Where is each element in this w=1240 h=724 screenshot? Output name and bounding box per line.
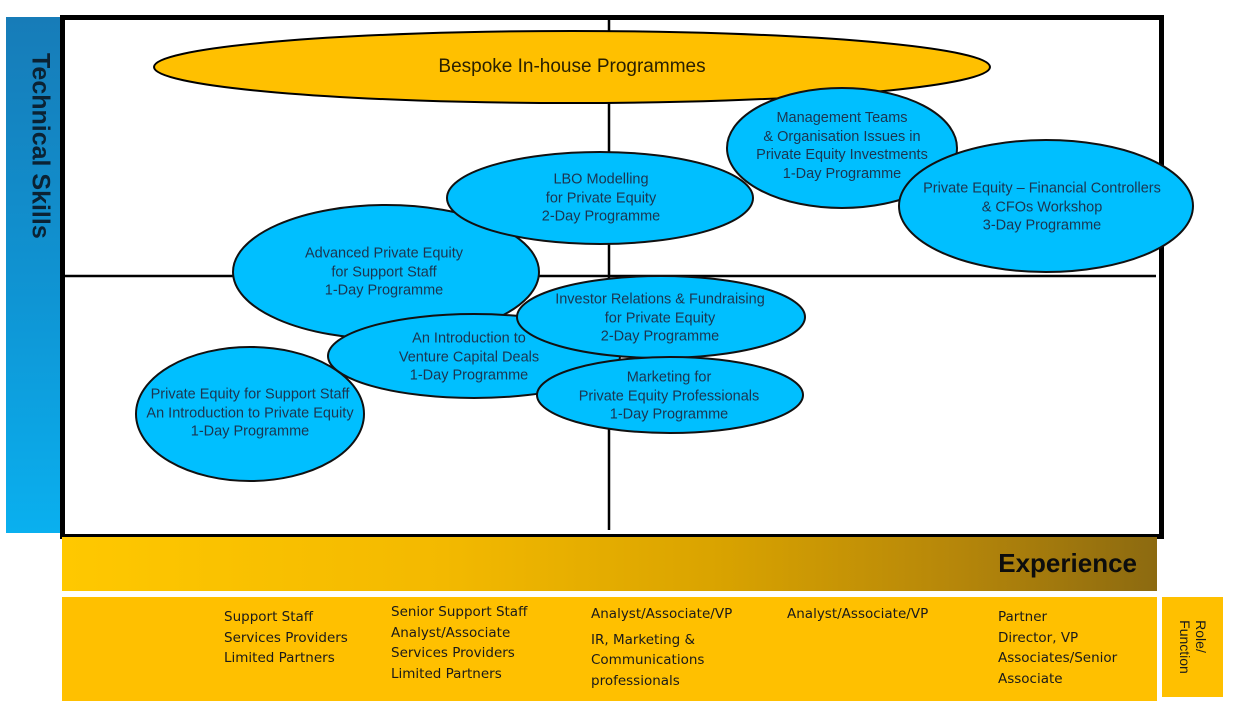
role-line: Director, VP	[998, 629, 1079, 646]
role-function-label-box: Role/ Function	[1162, 597, 1223, 697]
role-line: Senior Support Staff	[391, 604, 528, 620]
programme-label-line: Venture Capital Deals	[398, 348, 540, 365]
programme-label-line: Private Equity Investments	[756, 147, 928, 163]
role-line: Analyst/Associate/VP	[591, 606, 733, 622]
role-line: Partner	[998, 609, 1048, 625]
role-function-bar: Support Staff Services Providers Limited…	[62, 597, 1157, 701]
programme-label-management-teams: Management Teams & Organisation Issues i…	[756, 109, 928, 183]
role-column-4: Analyst/Associate/VP	[787, 604, 928, 625]
quadrant-frame	[60, 15, 1164, 539]
programme-label-line: 2-Day Programme	[600, 328, 720, 345]
programme-label-line: for Support Staff	[331, 263, 437, 280]
programme-label-line: & CFOs Workshop	[981, 198, 1103, 215]
role-line: Limited Partners	[391, 665, 502, 682]
role-function-label: Role/ Function	[1177, 620, 1209, 674]
programme-label-line: Advanced Private Equity	[305, 245, 463, 262]
programme-label-pe-support-staff-intro: Private Equity for Support Staff An Intr…	[146, 385, 353, 441]
programme-label-line: for Private Equity	[604, 309, 716, 326]
role-column-2: Senior Support Staff Analyst/Associate S…	[391, 602, 527, 684]
programme-label-line: 1-Day Programme	[409, 367, 529, 384]
role-line: Services Providers	[224, 629, 348, 646]
technical-skills-label: Technical Skills	[26, 53, 55, 239]
programme-ellipse-lbo-modelling[interactable]	[446, 151, 754, 245]
programme-ellipse-pe-support-staff-intro[interactable]	[135, 346, 365, 482]
role-line: Associate	[998, 670, 1063, 687]
programme-label-venture-capital: An Introduction to Venture Capital Deals…	[399, 329, 539, 385]
programme-label-line: An Introduction to	[412, 330, 526, 347]
programme-label-line: for Private Equity	[545, 189, 657, 206]
role-column-3: Analyst/Associate/VP IR, Marketing & Com…	[591, 604, 732, 691]
role-line: Associates/Senior	[998, 650, 1118, 666]
programme-label-line: Marketing for	[626, 369, 712, 386]
programme-label-line: & Organisation Issues in	[763, 128, 921, 145]
programme-label-line: Private Equity Professionals	[578, 387, 760, 404]
programme-label-line: Investor Relations & Fundraising	[555, 291, 765, 308]
programme-label-line: 1-Day Programme	[609, 406, 729, 423]
programme-label-line: Management Teams	[776, 110, 908, 126]
programme-label-marketing: Marketing for Private Equity Professiona…	[579, 368, 760, 424]
bespoke-programmes-label: Bespoke In-house Programmes	[438, 56, 706, 77]
programme-label-line: 3-Day Programme	[982, 217, 1102, 234]
role-function-label-line: Function	[1176, 620, 1193, 674]
role-line: Analyst/Associate/VP	[787, 606, 929, 622]
role-line: Support Staff	[224, 609, 314, 625]
role-line: professionals	[591, 672, 680, 689]
programme-label-line: 1-Day Programme	[782, 165, 902, 182]
programme-label-advanced-pe-support-staff: Advanced Private Equity for Support Staf…	[305, 244, 463, 300]
role-line: Analyst/Associate	[391, 624, 511, 641]
programme-label-investor-relations: Investor Relations & Fundraising for Pri…	[555, 290, 765, 346]
role-column-1: Support Staff Services Providers Limited…	[224, 607, 348, 669]
programme-label-financial-controllers: Private Equity – Financial Controllers &…	[923, 179, 1161, 235]
programme-label-line: LBO Modelling	[553, 171, 649, 188]
programme-label-line: Private Equity for Support Staff	[150, 386, 350, 403]
role-line: IR, Marketing &	[591, 631, 696, 648]
technical-skills-axis-bar: Technical Skills	[6, 17, 62, 533]
role-line: Communications	[591, 652, 705, 668]
programme-ellipse-management-teams[interactable]	[726, 87, 958, 209]
role-column-5: Partner Director, VP Associates/Senior A…	[998, 607, 1117, 689]
programme-label-line: 1-Day Programme	[324, 282, 444, 299]
experience-axis-bar: Experience	[62, 537, 1157, 591]
role-function-label-line: Role/	[1192, 620, 1209, 653]
programme-ellipse-marketing[interactable]	[536, 356, 804, 434]
programme-ellipse-financial-controllers[interactable]	[898, 139, 1194, 273]
programme-label-line: 2-Day Programme	[541, 208, 661, 225]
bespoke-programmes-ellipse[interactable]	[153, 30, 991, 104]
programme-label-line: Private Equity – Financial Controllers	[923, 180, 1161, 197]
programme-label-lbo-modelling: LBO Modelling for Private Equity 2-Day P…	[542, 170, 660, 226]
role-line: Services Providers	[391, 645, 515, 661]
programme-label-line: 1-Day Programme	[190, 423, 310, 440]
role-line: Limited Partners	[224, 650, 335, 666]
programme-label-line: An Introduction to Private Equity	[146, 404, 354, 421]
experience-label: Experience	[998, 548, 1137, 578]
